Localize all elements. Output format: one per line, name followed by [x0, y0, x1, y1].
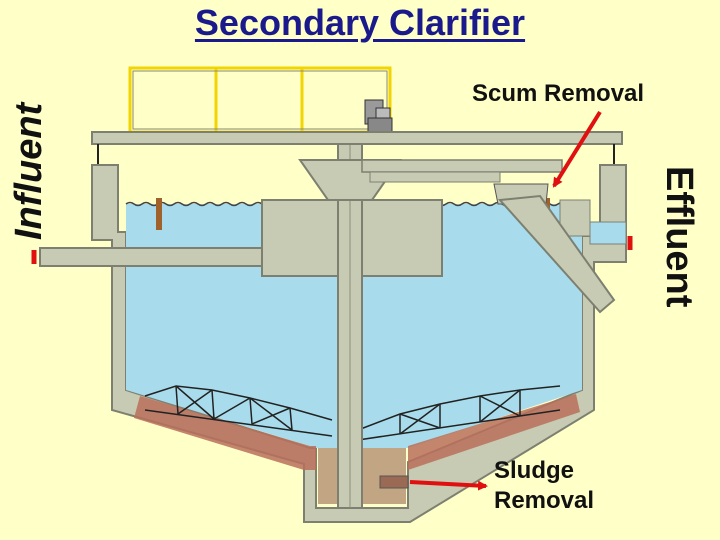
- sludge-removal-label: Sludge Removal: [494, 456, 634, 516]
- sludge-removal-arrow: [409, 480, 488, 491]
- influent-label: Influent: [8, 102, 50, 240]
- skimmer-arm: [369, 171, 501, 183]
- effluent-channel: [589, 221, 627, 245]
- walkway-bridge: [91, 131, 623, 145]
- drive-motor: [364, 99, 393, 133]
- sludge-outlet-pipe: [379, 475, 409, 489]
- sludge-removal-line2: Removal: [494, 487, 595, 514]
- scum-beach: [361, 159, 563, 173]
- sludge-removal-line1: Sludge: [494, 457, 575, 484]
- rake-arms: [144, 385, 561, 441]
- scum-removal-label: Scum Removal: [472, 80, 645, 107]
- effluent-label: Effluent: [658, 166, 700, 308]
- diagram-title: Secondary Clarifier: [194, 2, 526, 43]
- scum-pipe: [497, 194, 616, 314]
- drive-frame-shadow: [132, 70, 388, 130]
- scum-removal-arrow: [552, 110, 602, 188]
- drive-frame: [128, 66, 392, 134]
- weir-post-left: [156, 198, 162, 230]
